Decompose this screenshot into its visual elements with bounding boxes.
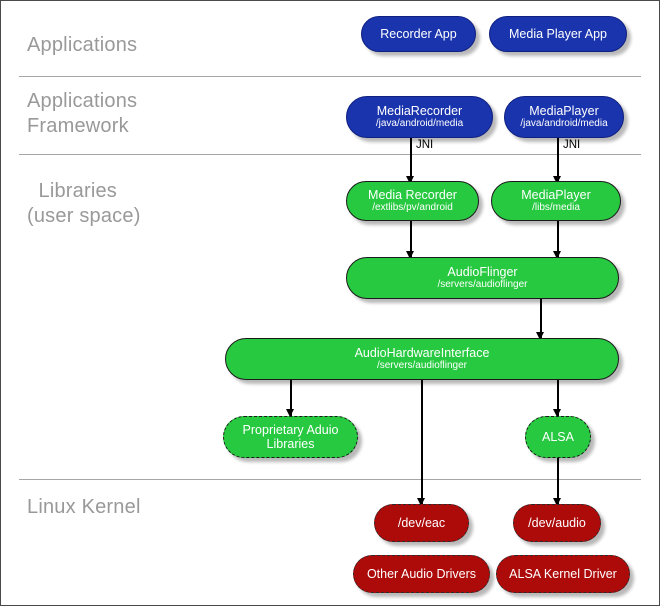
node-proprietary-audio-libraries[interactable]: Proprietary Aduio Libraries bbox=[223, 416, 358, 458]
node-recorder-app[interactable]: Recorder App bbox=[361, 16, 476, 52]
node-proprietary-audio-libraries-title: Proprietary Aduio bbox=[242, 423, 339, 437]
node-mediaplayer-framework-path: /java/android/media bbox=[520, 118, 608, 129]
connector-alsa-to-dev-audio bbox=[557, 458, 559, 505]
layer-label-applications: Applications bbox=[27, 34, 138, 56]
node-dev-audio-title: /dev/audio bbox=[528, 516, 586, 530]
arrowhead-mediarecorder-to-audioflinger bbox=[406, 251, 414, 259]
node-proprietary-audio-libraries-subtitle: Libraries bbox=[266, 437, 315, 451]
node-alsa-kernel-driver-title: ALSA Kernel Driver bbox=[509, 567, 617, 581]
arrowhead-ahi-to-proprietary-libs bbox=[286, 409, 294, 417]
layer-label-applications-framework: Applications Framework bbox=[27, 90, 138, 137]
node-audioflinger-path: /servers/audioflinger bbox=[437, 279, 528, 290]
node-alsa[interactable]: ALSA bbox=[525, 416, 591, 458]
node-mediarecorder-framework-path: /java/android/media bbox=[375, 118, 464, 129]
arrowhead-audioflinger-to-ahi bbox=[536, 332, 544, 340]
connector-mediaplayer-to-audioflinger bbox=[557, 221, 559, 258]
node-media-player-app-title: Media Player App bbox=[509, 27, 607, 41]
layer-label-linux-kernel: Linux Kernel bbox=[27, 496, 141, 518]
node-mediarecorder-framework[interactable]: MediaRecorder /java/android/media bbox=[346, 96, 493, 138]
connector-mediarecorder-jni bbox=[410, 138, 412, 183]
arrowhead-alsa-to-dev-audio bbox=[553, 498, 561, 506]
arrowhead-mediarecorder-jni bbox=[406, 176, 414, 184]
node-dev-eac[interactable]: /dev/eac bbox=[374, 504, 469, 542]
connector-ahi-to-proprietary-libs bbox=[290, 380, 292, 416]
connector-ahi-to-alsa bbox=[557, 380, 559, 416]
node-audiohardwareinterface[interactable]: AudioHardwareInterface /servers/audiofli… bbox=[225, 338, 619, 380]
node-media-recorder-library[interactable]: Media Recorder /extlibs/pv/android bbox=[346, 181, 479, 221]
connector-mediarecorder-to-audioflinger bbox=[410, 221, 412, 258]
connector-audioflinger-to-ahi bbox=[540, 299, 542, 339]
node-media-player-app[interactable]: Media Player App bbox=[489, 16, 627, 52]
node-media-recorder-library-title: Media Recorder bbox=[368, 188, 457, 202]
node-media-player-library[interactable]: MediaPlayer /libs/media bbox=[491, 181, 621, 221]
connector-ahi-to-dev-eac bbox=[421, 380, 423, 505]
node-audioflinger[interactable]: AudioFlinger /servers/audioflinger bbox=[346, 257, 619, 299]
node-dev-eac-title: /dev/eac bbox=[397, 516, 446, 530]
arrowhead-ahi-to-dev-eac bbox=[417, 498, 425, 506]
node-media-player-library-path: /libs/media bbox=[532, 202, 580, 213]
node-recorder-app-title: Recorder App bbox=[380, 27, 457, 41]
connector-mediaplayer-jni bbox=[557, 138, 559, 183]
node-dev-audio[interactable]: /dev/audio bbox=[513, 504, 601, 542]
arrowhead-mediaplayer-jni bbox=[553, 176, 561, 184]
node-mediarecorder-framework-title: MediaRecorder bbox=[376, 104, 463, 118]
node-audiohardwareinterface-path: /servers/audioflinger bbox=[376, 360, 468, 371]
layer-label-libraries: Libraries (user space) bbox=[27, 180, 141, 227]
edge-label-jni-left: JNI bbox=[416, 139, 434, 151]
separator-framework bbox=[19, 154, 641, 155]
edge-label-jni-right: JNI bbox=[563, 139, 581, 151]
node-audioflinger-title: AudioFlinger bbox=[447, 265, 518, 279]
node-alsa-kernel-driver[interactable]: ALSA Kernel Driver bbox=[496, 555, 630, 593]
node-mediaplayer-framework[interactable]: MediaPlayer /java/android/media bbox=[504, 96, 624, 138]
separator-kernel bbox=[19, 479, 641, 480]
node-mediaplayer-framework-title: MediaPlayer bbox=[529, 104, 599, 118]
node-other-audio-drivers[interactable]: Other Audio Drivers bbox=[353, 555, 490, 593]
separator-applications bbox=[19, 76, 641, 77]
node-alsa-title: ALSA bbox=[542, 430, 574, 444]
arrowhead-ahi-to-alsa bbox=[553, 409, 561, 417]
node-media-recorder-library-path: /extlibs/pv/android bbox=[372, 202, 453, 213]
node-audiohardwareinterface-title: AudioHardwareInterface bbox=[354, 346, 490, 360]
node-media-player-library-title: MediaPlayer bbox=[521, 188, 591, 202]
node-other-audio-drivers-title: Other Audio Drivers bbox=[366, 567, 477, 581]
arrowhead-mediaplayer-to-audioflinger bbox=[553, 251, 561, 259]
